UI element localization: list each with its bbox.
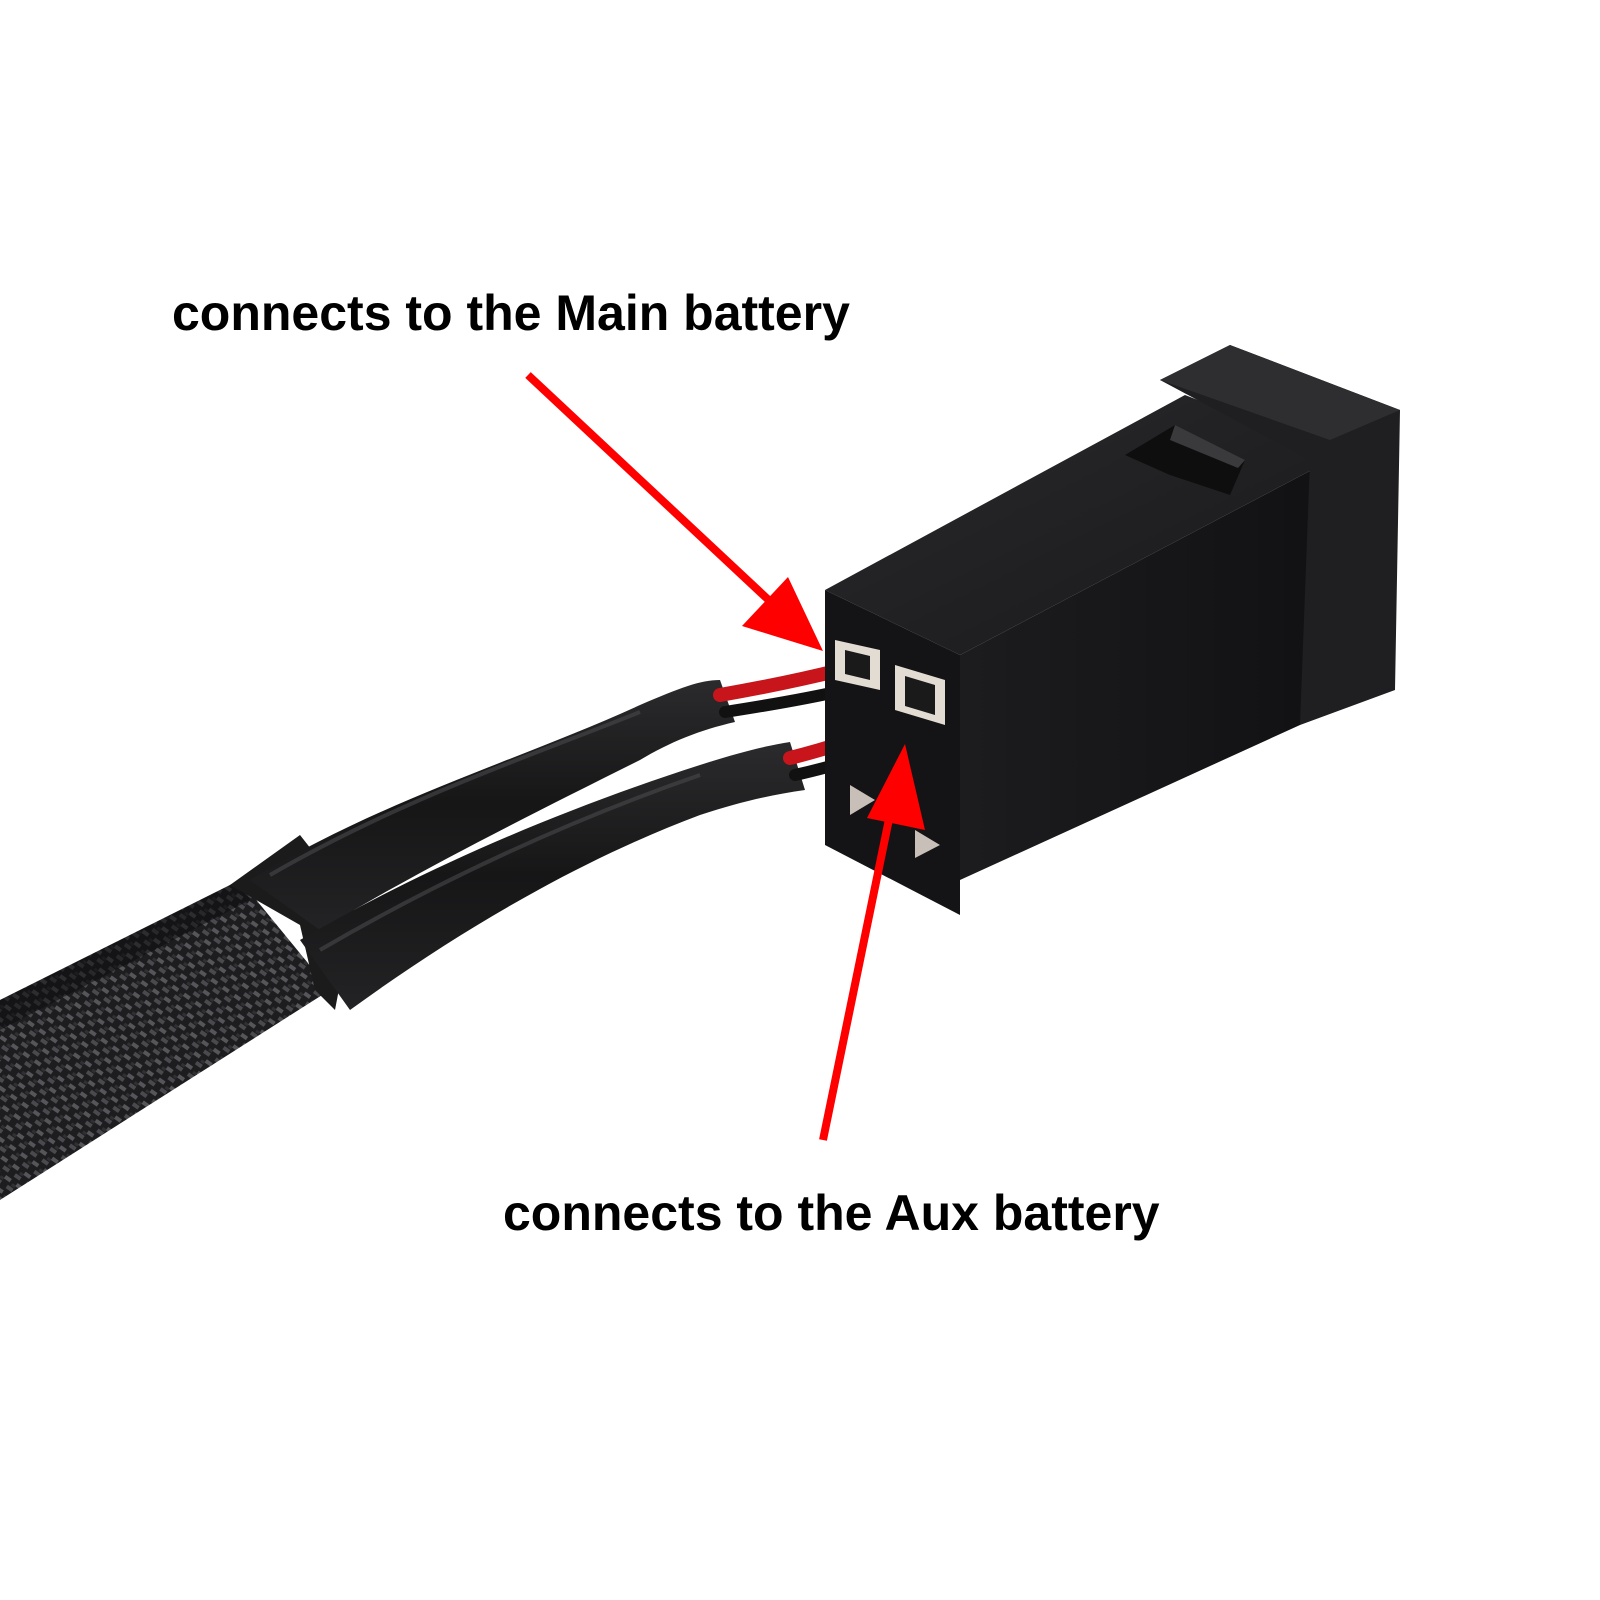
orientation-marks (850, 785, 940, 858)
upper-wire-sleeve (250, 680, 735, 930)
lower-wire-sleeve (300, 742, 805, 1010)
terminal-blocks (835, 640, 945, 725)
main-battery-label: connects to the Main battery (172, 285, 850, 341)
arrow-to-aux-terminal (819, 744, 925, 1141)
aux-battery-label: connects to the Aux battery (503, 1185, 1160, 1241)
arrow-to-main-terminal (525, 372, 823, 651)
connector-housing (825, 345, 1400, 915)
braided-cable (0, 880, 330, 1200)
annotation-arrows (525, 372, 925, 1141)
